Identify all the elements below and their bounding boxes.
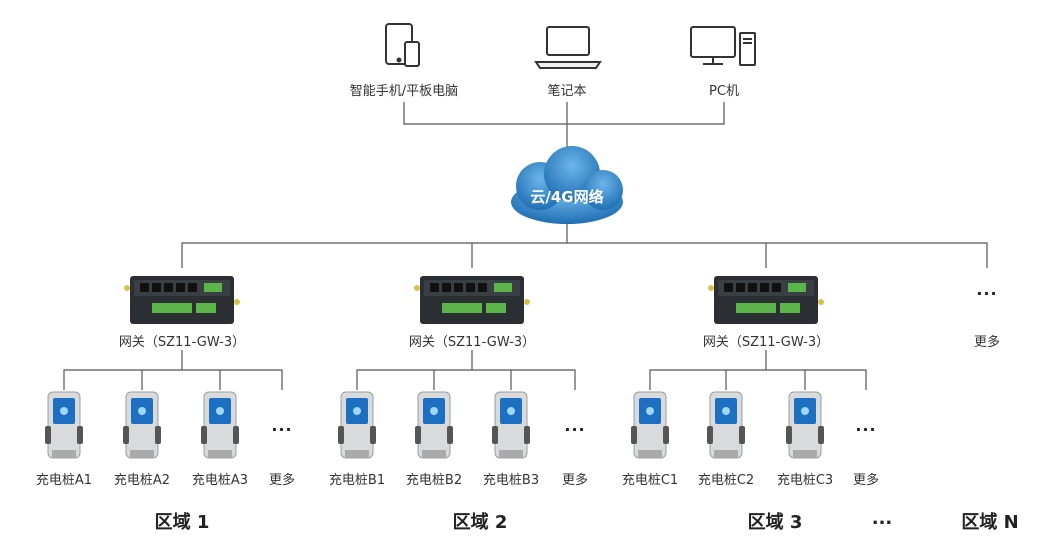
charger-label-a2: 充电桩A2 xyxy=(113,473,171,488)
charger-label-b3: 充电桩B3 xyxy=(482,473,540,488)
region-label-2: 区域 2 xyxy=(452,512,508,533)
more-gateway-label: 更多 xyxy=(973,335,1001,350)
charger-pile-icon xyxy=(786,391,824,459)
charger-pile-icon xyxy=(45,391,83,459)
charger-pile-icon xyxy=(415,391,453,459)
cloud-label: 云/4G网络 xyxy=(530,188,604,206)
more-gateway-dots: ··· xyxy=(976,284,998,303)
charger-more-dots-2: ··· xyxy=(564,420,586,439)
charger-label-c1: 充电桩C1 xyxy=(621,473,679,488)
cloud-icon xyxy=(511,146,623,224)
charger-more-label-1: 更多 xyxy=(268,473,296,488)
charger-label-b2: 充电桩B2 xyxy=(405,473,463,488)
charger-label-c3: 充电桩C3 xyxy=(776,473,834,488)
connection-lines xyxy=(63,102,988,390)
charger-label-b1: 充电桩B1 xyxy=(328,473,386,488)
charger-more-label-3: 更多 xyxy=(852,473,880,488)
charger-pile-icon xyxy=(631,391,669,459)
charger-label-a1: 充电桩A1 xyxy=(35,473,93,488)
charger-label-a3: 充电桩A3 xyxy=(191,473,249,488)
client-label-pc: PC机 xyxy=(709,84,739,99)
charger-more-dots-3: ··· xyxy=(855,420,877,439)
desktop-pc-icon xyxy=(690,26,756,66)
gateway-device-icon xyxy=(414,276,530,324)
gateway-label-3: 网关（SZ11-GW-3） xyxy=(702,335,830,350)
charger-pile-icon xyxy=(492,391,530,459)
charger-more-label-2: 更多 xyxy=(561,473,589,488)
region-label-1: 区域 1 xyxy=(154,512,210,533)
client-label-laptop: 笔记本 xyxy=(547,84,587,99)
gateway-device-icon xyxy=(708,276,824,324)
charger-pile-icon xyxy=(123,391,161,459)
laptop-icon xyxy=(534,26,602,69)
charger-pile-icon xyxy=(201,391,239,459)
charger-more-dots-1: ··· xyxy=(271,420,293,439)
charger-label-c2: 充电桩C2 xyxy=(697,473,755,488)
gateway-label-2: 网关（SZ11-GW-3） xyxy=(408,335,536,350)
charger-pile-icon xyxy=(707,391,745,459)
region-label-n: 区域 N xyxy=(961,512,1019,533)
gateway-label-1: 网关（SZ11-GW-3） xyxy=(118,335,246,350)
client-label-tablet: 智能手机/平板电脑 xyxy=(349,84,459,99)
tablet-phone-icon xyxy=(385,23,420,67)
gateway-device-icon xyxy=(124,276,240,324)
region-label-3: 区域 3 xyxy=(747,512,803,533)
charger-pile-icon xyxy=(338,391,376,459)
region-ellipsis: ... xyxy=(871,508,893,529)
